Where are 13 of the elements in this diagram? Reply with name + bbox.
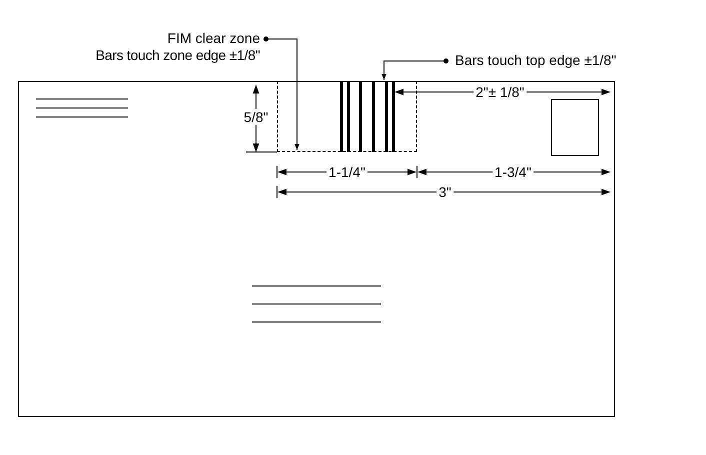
dimension-label: 1-1/4" bbox=[326, 164, 368, 180]
callout-text: FIM clear zone bbox=[166, 30, 260, 47]
leader-line bbox=[382, 58, 448, 80]
dimension-label: 2"± 1/8" bbox=[474, 84, 526, 100]
leader-line bbox=[264, 36, 300, 150]
dimension-label: 1-3/4" bbox=[492, 164, 534, 180]
callout-text: Bars touch top edge ±1/8" bbox=[455, 52, 618, 69]
fim-barcode bbox=[339, 81, 395, 152]
clear-zone bbox=[277, 81, 417, 152]
envelope-outline bbox=[18, 81, 615, 417]
dimension-label: 3" bbox=[436, 184, 454, 200]
dimension-label: 5/8" bbox=[242, 109, 270, 125]
callout-note: Bars touch zone edge ±1/8" bbox=[94, 47, 260, 64]
